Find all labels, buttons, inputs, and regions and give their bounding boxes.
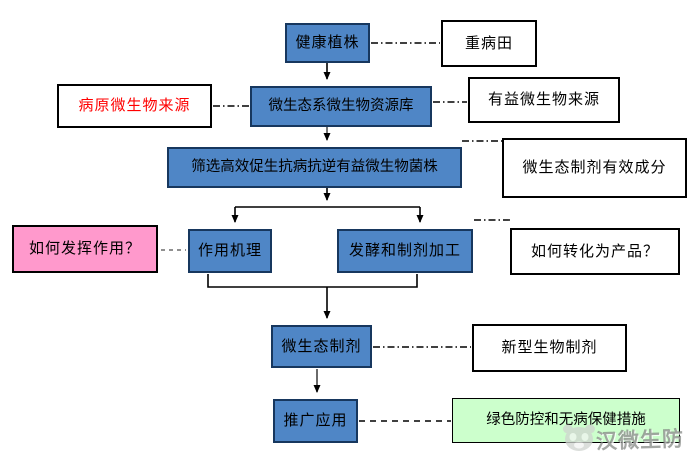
node-beneficial-source: 有益微生物来源 xyxy=(468,77,620,123)
node-how-to-product: 如何转化为产品？ xyxy=(510,228,680,275)
node-promotion: 推广应用 xyxy=(273,399,358,443)
node-mechanism: 作用机理 xyxy=(188,229,272,273)
node-how-it-works: 如何发挥作用？ xyxy=(12,225,158,273)
node-new-biologics: 新型生物制剂 xyxy=(472,324,627,372)
node-resource-bank: 微生态系微生物资源库 xyxy=(250,86,432,127)
node-active-ingredient: 微生态制剂有效成分 xyxy=(502,138,687,198)
merge-bracket xyxy=(207,274,418,288)
node-preparation: 微生态制剂 xyxy=(271,325,372,368)
watermark-text: 汉微生防 xyxy=(595,427,685,454)
node-pathogen-source: 病原微生物来源 xyxy=(57,84,212,128)
watermark-panda-logo-icon xyxy=(563,424,595,451)
node-healthy-plant: 健康植株 xyxy=(285,23,370,63)
node-fermentation: 发酵和制剂加工 xyxy=(337,229,473,273)
node-diseased-field: 重病田 xyxy=(441,20,537,67)
node-strain-screening: 筛选高效促生抗病抗逆有益微生物菌株 xyxy=(167,147,462,188)
